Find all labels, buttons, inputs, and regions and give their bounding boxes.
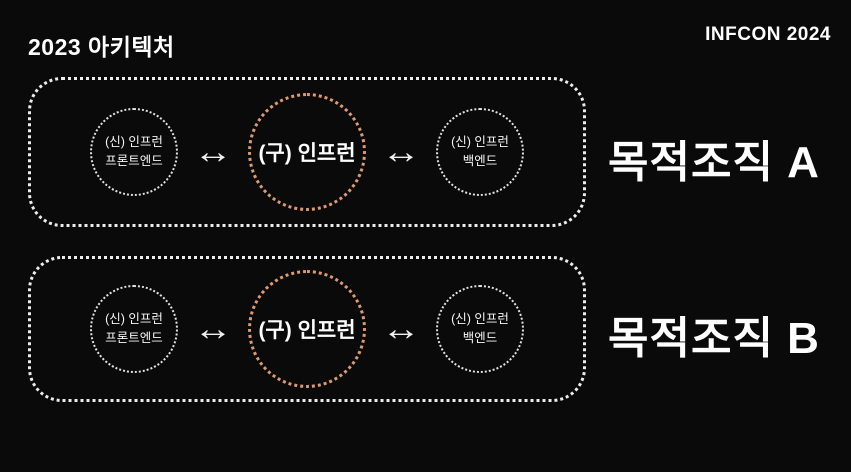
backend-node-b: (신) 인프런 백엔드	[436, 285, 524, 373]
team-box-b: (신) 인프런 프론트엔드 ↔ (구) 인프런 ↔ (신) 인프런 백엔드	[28, 256, 586, 402]
frontend-node-a-line1: (신) 인프런	[105, 134, 163, 149]
backend-node-b-line2: 백엔드	[462, 331, 498, 345]
group-label-b: 목적조직 B	[608, 314, 820, 363]
double-arrow-icon: ↔	[381, 133, 421, 171]
page-title: 2023 아키텍처	[28, 34, 175, 60]
group-label-a: 목적조직 A	[608, 138, 820, 187]
frontend-node-a-line2: 프론트엔드	[105, 154, 163, 168]
backend-node-b-line1: (신) 인프런	[451, 311, 509, 326]
frontend-node-b-line1: (신) 인프런	[105, 311, 163, 326]
frontend-node-b: (신) 인프런 프론트엔드	[90, 285, 178, 373]
backend-node-a: (신) 인프런 백엔드	[436, 108, 524, 196]
frontend-node-b-line2: 프론트엔드	[105, 331, 163, 345]
brand-logo: INFCON 2024	[705, 24, 831, 45]
legacy-infra-node-a: (구) 인프런	[248, 93, 366, 211]
frontend-node-a: (신) 인프런 프론트엔드	[90, 108, 178, 196]
team-box-a: (신) 인프런 프론트엔드 ↔ (구) 인프런 ↔ (신) 인프런 백엔드	[28, 77, 586, 227]
double-arrow-icon: ↔	[193, 310, 233, 348]
backend-node-a-line1: (신) 인프런	[451, 134, 509, 149]
legacy-infra-node-b-label: (구) 인프런	[258, 319, 356, 342]
double-arrow-icon: ↔	[381, 310, 421, 348]
backend-node-a-line2: 백엔드	[462, 154, 498, 168]
legacy-infra-node-b: (구) 인프런	[248, 270, 366, 388]
legacy-infra-node-a-label: (구) 인프런	[258, 142, 356, 165]
double-arrow-icon: ↔	[193, 133, 233, 171]
